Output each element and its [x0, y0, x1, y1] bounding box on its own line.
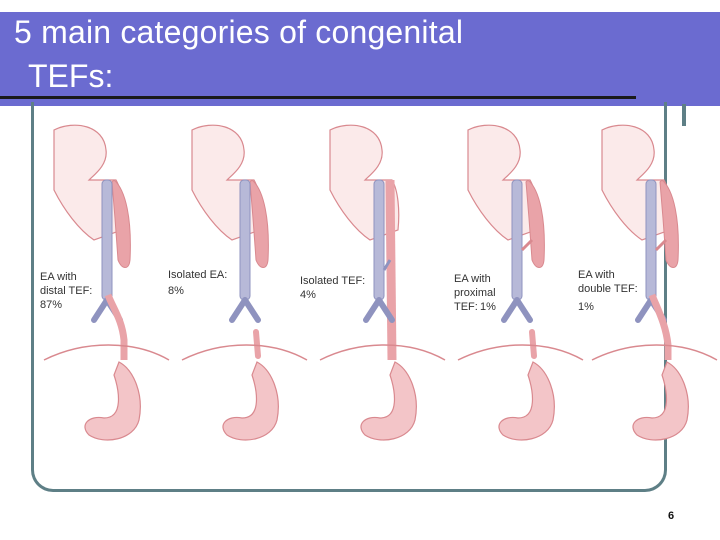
panel-percent: 8%: [168, 285, 184, 297]
panel-isolated-ea: Isolated EA: 8%: [168, 120, 310, 480]
title-band-extension: [640, 12, 720, 106]
panel-ea-proximal-tef: EA with proximal TEF: 1%: [448, 120, 586, 480]
panel-label: EA with distal TEF:: [40, 271, 93, 297]
panel-percent: 4%: [300, 289, 316, 301]
title-band: [0, 12, 692, 106]
ea-proximal-tef-illustration: [457, 124, 584, 441]
panel-label: Isolated TEF:: [300, 275, 366, 287]
panel-label: EA with double TEF:: [578, 269, 638, 295]
isolated-ea-illustration: [181, 124, 308, 441]
panel-ea-double-tef: EA with double TEF: 1%: [578, 120, 720, 480]
panel-isolated-tef: Isolated TEF: 4%: [300, 120, 448, 480]
panel-percent: 1%: [480, 301, 496, 313]
panel-label: EA with proximal TEF:: [454, 273, 496, 313]
page-number: 6: [668, 510, 675, 522]
ea-double-tef-illustration: [591, 124, 718, 441]
ea-distal-tef-illustration: [43, 124, 170, 441]
panel-ea-distal-tef: EA with distal TEF: 87%: [34, 120, 172, 480]
panel-label: Isolated EA:: [168, 269, 228, 281]
slide-title-line-2: TEFs:: [28, 58, 114, 94]
slide-title-line-1: 5 main categories of congenital: [14, 14, 464, 50]
panel-percent: 1%: [578, 301, 594, 313]
frame-corner-tick: [682, 104, 686, 126]
title-underline: [0, 96, 636, 99]
panel-percent: 87%: [40, 299, 63, 311]
tef-illustrations: EA with distal TEF: 87% Isolated EA: 8% …: [34, 120, 720, 480]
content-frame: [31, 102, 667, 492]
isolated-tef-illustration: [319, 124, 446, 441]
